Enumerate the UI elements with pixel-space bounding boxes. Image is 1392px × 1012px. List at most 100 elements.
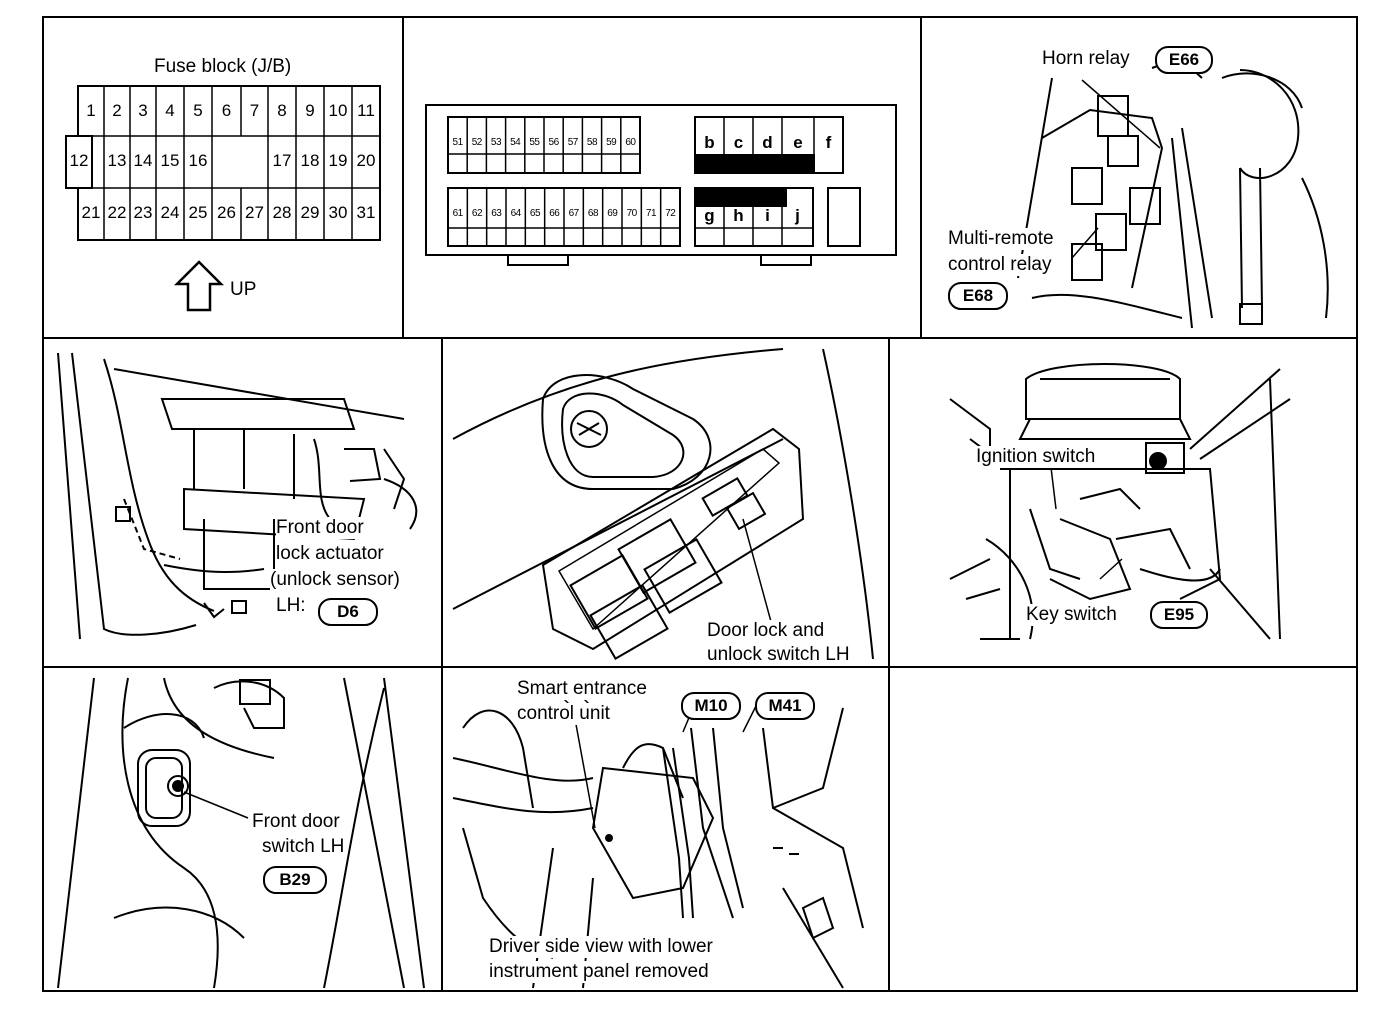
relay-terminal: 56 xyxy=(548,137,560,148)
fuse-cell: 24 xyxy=(160,203,180,222)
relay-letter-terminal: c xyxy=(733,133,744,152)
ignition-drawing xyxy=(949,363,1291,640)
relay-letter-terminal: j xyxy=(795,206,800,225)
door-lock-switch-label-2: unlock switch LH xyxy=(707,644,850,666)
door-switch-connector-badge: B29 xyxy=(263,866,327,894)
up-label: UP xyxy=(230,279,257,301)
fuse-cell: 29 xyxy=(300,203,320,222)
fuse-cell: 25 xyxy=(188,203,208,222)
smart-entrance-caption-1: Driver side view with lower xyxy=(489,936,713,958)
fuse-cell: 7 xyxy=(249,101,260,120)
ignition-panel: Ignition switch Key switch E95 xyxy=(890,339,1356,666)
door-lock-switch-panel: Door lock and unlock switch LH xyxy=(443,339,888,666)
fuse-cell: 28 xyxy=(272,203,292,222)
smart-entrance-label-2: control unit xyxy=(517,703,610,725)
fuse-cell: 16 xyxy=(188,151,208,170)
fuse-cell: 18 xyxy=(300,151,320,170)
door-switch-label-2: switch LH xyxy=(262,836,345,858)
relay-terminal: 54 xyxy=(510,137,521,148)
smart-entrance-label-1: Smart entrance xyxy=(517,678,647,700)
fuse-cell: 23 xyxy=(133,203,153,222)
relay-terminal: 65 xyxy=(529,208,541,219)
fuse-cell: 6 xyxy=(221,101,232,120)
relay-letter-terminal: h xyxy=(733,206,744,225)
smart-entrance-caption-2: instrument panel removed xyxy=(489,961,709,983)
relay-letter-terminal: e xyxy=(793,133,803,152)
multi-remote-connector-badge: E68 xyxy=(948,282,1008,310)
relay-terminal: 51 xyxy=(452,137,464,148)
relay-terminal: 60 xyxy=(625,137,636,148)
fuse-cell: 9 xyxy=(305,101,315,120)
ignition-switch-label: Ignition switch xyxy=(976,446,1096,468)
relay-terminal: 69 xyxy=(607,208,618,219)
fuse-cell: 27 xyxy=(245,203,264,222)
fuse-cell: 15 xyxy=(160,151,180,170)
fuse-cell: 14 xyxy=(133,151,153,170)
fuse-block-panel: Fuse block (J/B) xyxy=(44,18,402,337)
door-lock-switch-label-1: Door lock and xyxy=(707,620,825,642)
relay-terminal: 71 xyxy=(645,208,657,219)
relay-terminal: 55 xyxy=(529,137,540,148)
smart-entrance-connector-m41-badge: M41 xyxy=(755,692,815,720)
fuse-cell: 22 xyxy=(107,203,127,222)
relay-letter-terminal: f xyxy=(825,133,832,152)
door-actuator-label-2: lock actuator xyxy=(276,543,384,565)
door-actuator-connector-badge: D6 xyxy=(318,598,378,626)
door-actuator-label-1: Front door xyxy=(276,517,364,539)
up-arrow-icon xyxy=(173,260,225,312)
multi-remote-label-2: control relay xyxy=(948,254,1052,276)
fuse-cell: 21 xyxy=(81,203,101,222)
empty-panel xyxy=(890,668,1356,990)
relay-terminal: 61 xyxy=(452,208,464,219)
door-actuator-panel: Front door lock actuator (unlock sensor)… xyxy=(44,339,441,666)
relay-terminal: 53 xyxy=(490,137,502,148)
relay-terminal: 64 xyxy=(510,208,522,219)
relay-terminal: 58 xyxy=(586,137,598,148)
relay-letter-terminal: b xyxy=(704,133,715,152)
fuse-block-outline xyxy=(65,85,381,312)
multi-remote-label-1: Multi-remote xyxy=(948,228,1054,250)
relay-terminal: 59 xyxy=(606,137,617,148)
door-actuator-label-4: LH: xyxy=(276,595,306,617)
horn-relay-label: Horn relay xyxy=(1042,48,1130,70)
fuse-cell: 5 xyxy=(193,101,203,120)
relay-terminal: 72 xyxy=(665,208,676,219)
door-actuator-drawing xyxy=(57,352,418,640)
fuse-cell: 19 xyxy=(328,151,348,170)
fuse-cell: 4 xyxy=(165,101,175,120)
relay-block-outline xyxy=(425,104,897,266)
fuse-cell: 20 xyxy=(356,151,376,170)
fuse-cell: 17 xyxy=(272,151,292,170)
door-actuator-label-3: (unlock sensor) xyxy=(270,569,400,591)
relay-terminal: 52 xyxy=(471,137,483,148)
fuse-cell: 1 xyxy=(86,101,96,120)
smart-entrance-panel: Smart entrance control unit M10 M41 Driv… xyxy=(443,668,888,990)
relay-letter-terminal: d xyxy=(762,133,773,152)
smart-entrance-connector-m10-badge: M10 xyxy=(681,692,741,720)
door-switch-drawing xyxy=(57,677,425,989)
fuse-cell: 30 xyxy=(328,203,348,222)
relay-terminal: 66 xyxy=(549,208,560,219)
relay-letter-terminal: g xyxy=(704,206,715,225)
fuse-cell: 8 xyxy=(277,101,287,120)
key-switch-label: Key switch xyxy=(1026,604,1117,626)
ignition-connector-badge: E95 xyxy=(1150,601,1208,629)
fuse-cell: 3 xyxy=(138,101,148,120)
relay-terminal: 62 xyxy=(471,208,483,219)
relay-letter-terminal: i xyxy=(765,206,770,225)
engine-relays-panel: Horn relay E66 Multi-remote control rela… xyxy=(922,18,1356,337)
fuse-cell: 10 xyxy=(328,101,348,120)
fuse-cell: 12 xyxy=(69,151,89,170)
fuse-cell: 31 xyxy=(356,203,376,222)
horn-relay-connector-badge: E66 xyxy=(1155,46,1213,74)
fuse-cell: 11 xyxy=(357,101,375,120)
fuse-cell: 13 xyxy=(107,151,127,170)
relay-terminal-grid xyxy=(466,117,815,246)
fuse-cell: 2 xyxy=(112,101,122,120)
door-switch-label-1: Front door xyxy=(252,811,340,833)
relay-terminal: 63 xyxy=(491,208,502,219)
door-lock-switch-drawing xyxy=(452,348,874,661)
door-switch-panel: Front door switch LH B29 xyxy=(44,668,441,990)
